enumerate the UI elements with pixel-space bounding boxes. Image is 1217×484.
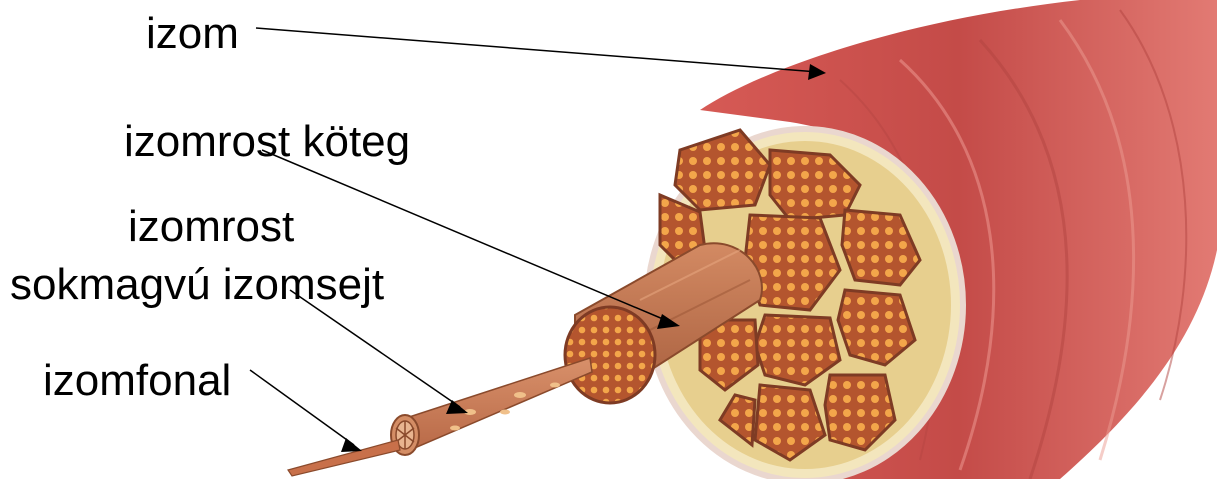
muscle-fiber: [391, 358, 592, 455]
leader-line-fonal: [250, 370, 354, 445]
label-myofibril: izomfonal: [43, 359, 231, 403]
leader-line-izom: [256, 28, 818, 72]
label-muscle: izom: [146, 12, 239, 56]
label-fascicle: izomrost köteg: [124, 120, 410, 164]
label-fiber: izomrost: [128, 205, 294, 249]
arrowhead-fonal: [341, 438, 362, 452]
label-fiber-subtitle: sokmagvú izomsejt: [10, 263, 384, 307]
